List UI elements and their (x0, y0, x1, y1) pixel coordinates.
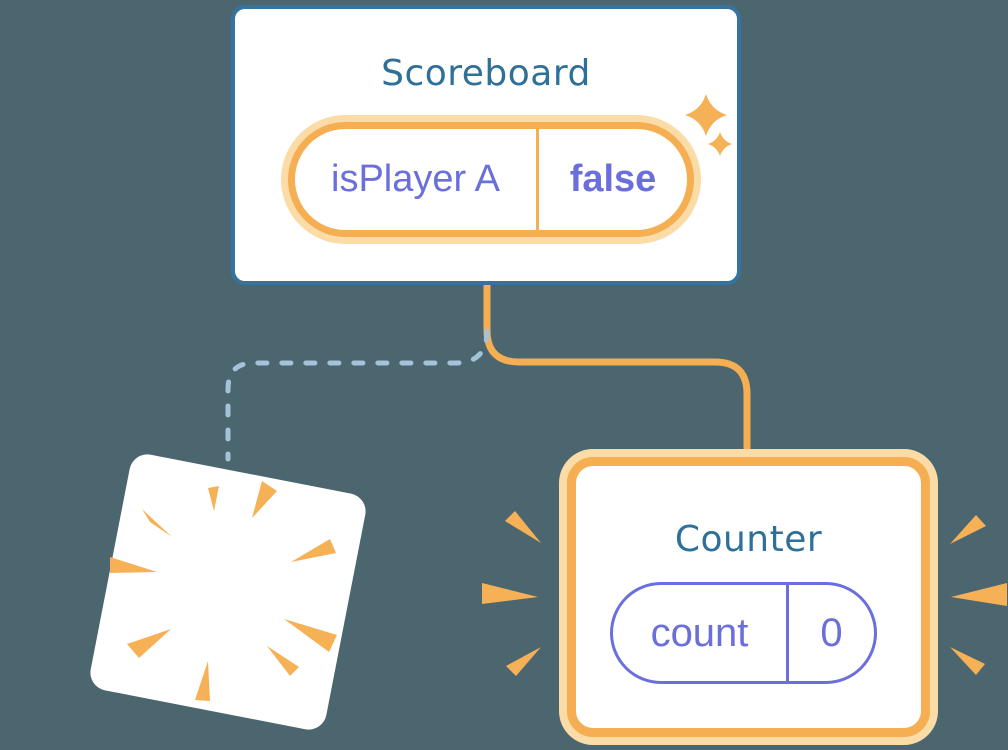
state-value: 0 (820, 610, 843, 655)
state-name: isPlayer A (331, 158, 500, 200)
pill-divider (536, 129, 539, 230)
connector-scoreboard-destroyed (225, 328, 490, 462)
connector-scoreboard-counter (483, 283, 751, 468)
state-value: false (569, 158, 657, 200)
poof-burst-icon (110, 481, 337, 701)
counter-state-pill: count 0 (610, 582, 877, 684)
pill-divider (786, 585, 789, 681)
state-name: count (650, 610, 749, 655)
destroyed-card-body (90, 454, 366, 730)
destroyed-component-card (90, 454, 366, 730)
scoreboard-state-pill: isPlayer A false (288, 122, 694, 237)
counter-title: Counter (674, 519, 823, 560)
scoreboard-title: Scoreboard (381, 53, 591, 94)
